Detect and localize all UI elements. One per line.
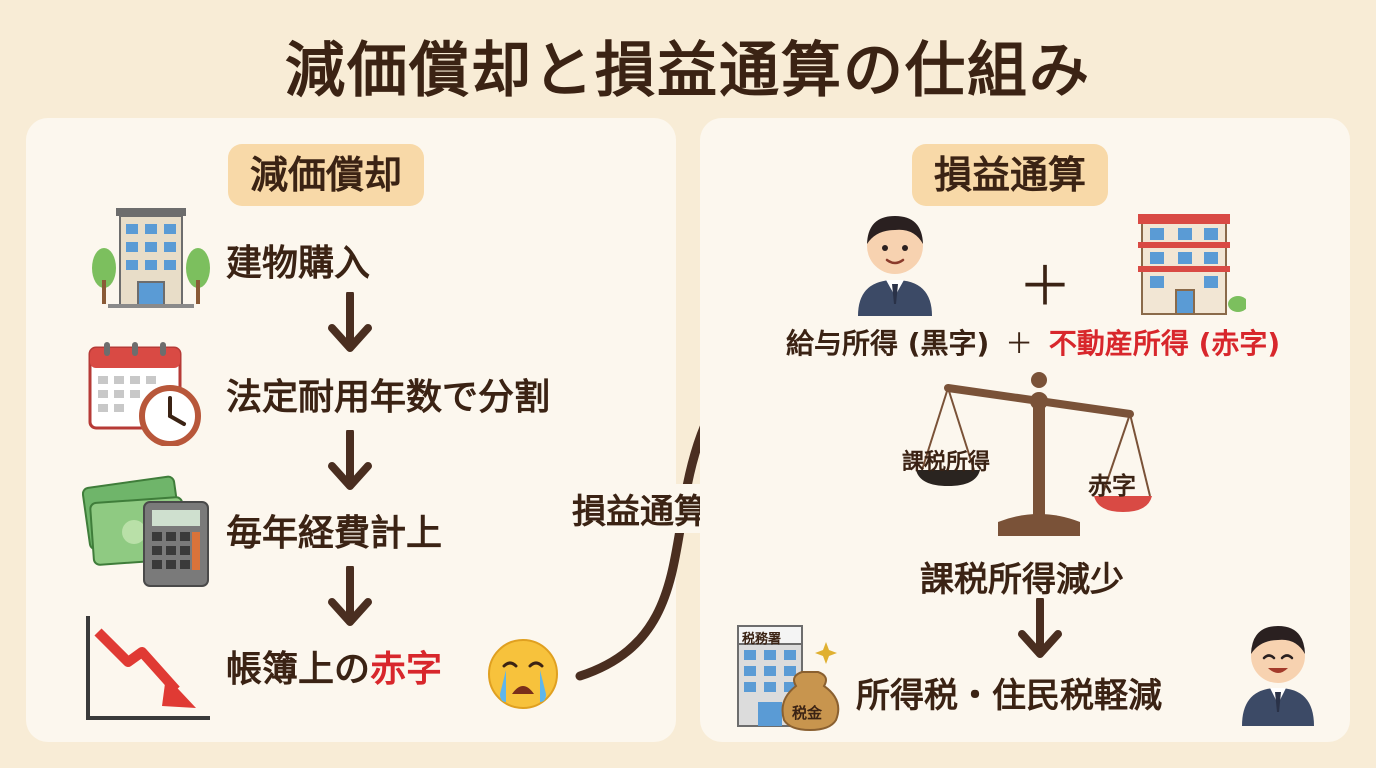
tax-office-sign: 税務署 xyxy=(742,632,782,647)
loss-offset-heading: 損益通算 xyxy=(912,144,1109,206)
step-building-purchase: 建物購入 xyxy=(226,243,371,284)
balance-scale-icon xyxy=(916,372,1152,536)
book-deficit-prefix: 帳簿上の xyxy=(226,649,371,690)
crying-face-icon xyxy=(488,639,558,709)
step-book-deficit: 帳簿上の赤字 xyxy=(226,648,442,692)
down-arrow-icon xyxy=(328,566,372,626)
depreciation-heading: 減価償却 xyxy=(228,144,425,206)
tax-reduction: 所得税・住民税軽減 xyxy=(856,676,1162,716)
happy-worker-icon xyxy=(1242,626,1314,726)
salary-income-label: 給与所得 (黒字) xyxy=(786,327,990,360)
plus-symbol: ＋ xyxy=(1018,255,1072,318)
declining-chart-icon xyxy=(86,616,210,720)
scale-left-label: 課税所得 xyxy=(902,450,991,475)
down-arrow-icon xyxy=(1018,598,1062,658)
calendar-clock-icon xyxy=(88,342,201,446)
book-deficit-red: 赤字 xyxy=(370,649,443,690)
step-annual-expense: 毎年経費計上 xyxy=(226,513,443,554)
income-equation: 給与所得 (黒字) ＋ 不動産所得 (赤字) xyxy=(786,322,1280,362)
taxable-income-decrease: 課税所得減少 xyxy=(920,560,1124,600)
realestate-income-label: 不動産所得 (赤字) xyxy=(1048,327,1281,360)
money-calculator-icon xyxy=(82,475,209,587)
depreciation-panel: 減価償却 建物購入 法定耐用年数で分割 xyxy=(26,118,676,742)
money-bag-label: 税金 xyxy=(792,704,823,722)
step-useful-life-split: 法定耐用年数で分割 xyxy=(226,377,551,418)
scale-right-label: 赤字 xyxy=(1088,472,1136,500)
connector-label: 損益通算へ xyxy=(568,484,746,533)
tax-office-icon xyxy=(737,625,840,732)
down-arrow-icon xyxy=(328,292,372,352)
page-title: 減価償却と損益通算の仕組み xyxy=(285,36,1091,106)
down-arrow-icon xyxy=(328,430,372,490)
building-icon xyxy=(92,208,210,308)
office-worker-icon xyxy=(858,216,932,316)
loss-offset-panel: 損益通算 ＋ 給与所得 (黒字) ＋ 不動産所得 (赤字) xyxy=(700,118,1350,742)
income-plus: ＋ xyxy=(1005,327,1034,360)
apartment-icon xyxy=(1138,214,1246,315)
